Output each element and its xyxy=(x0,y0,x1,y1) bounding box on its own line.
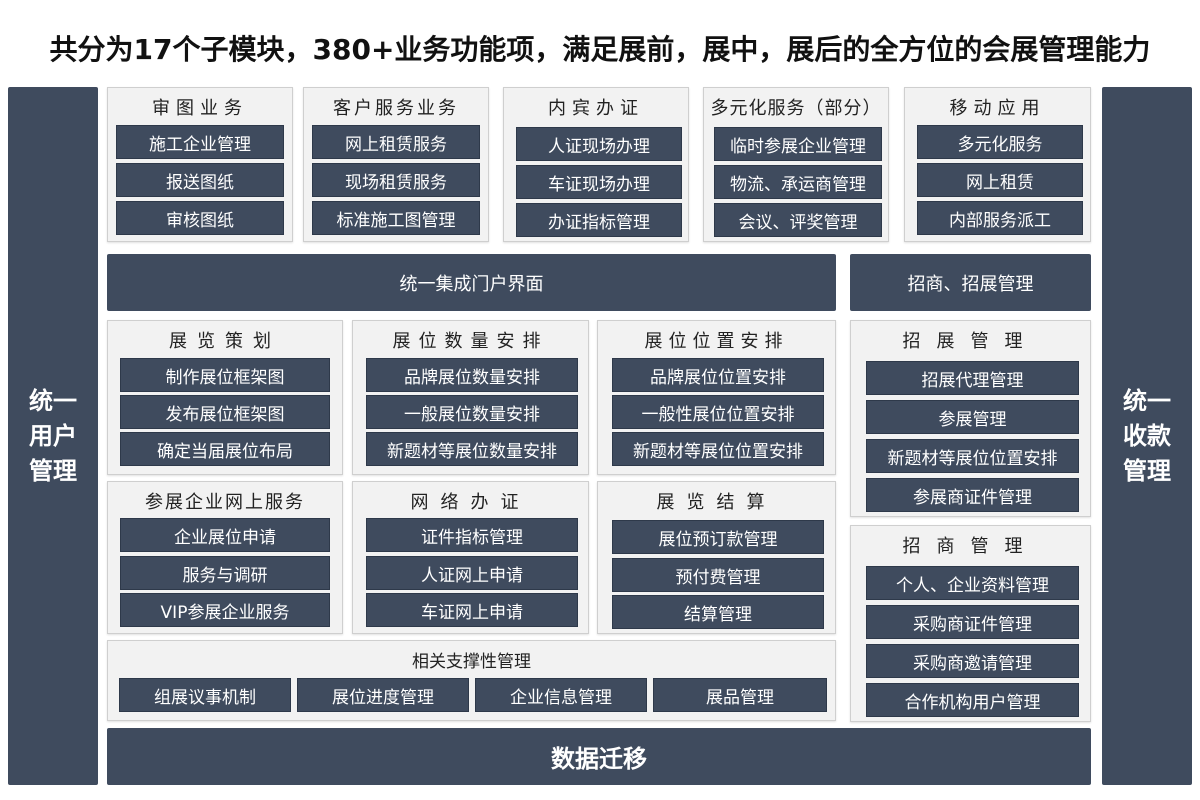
module-group: 展位数量安排 品牌展位数量安排 一般展位数量安排 新题材等展位数量安排 xyxy=(352,320,589,475)
integrated-portal-bar[interactable]: 统一集成门户界面 xyxy=(107,254,836,311)
unified-user-management-bar: 统一用户管理 xyxy=(8,87,98,785)
module-item[interactable]: 展品管理 xyxy=(653,678,827,712)
unified-user-management-label: 统一用户管理 xyxy=(29,386,77,485)
module-item[interactable]: 网上租赁服务 xyxy=(312,125,480,159)
module-item[interactable]: 证件指标管理 xyxy=(366,518,578,552)
module-item[interactable]: 发布展位框架图 xyxy=(120,395,330,429)
module-group-title: 审图业务 xyxy=(152,98,248,119)
support-management-group: 相关支撑性管理 组展议事机制 展位进度管理 企业信息管理 展品管理 xyxy=(107,640,836,721)
module-item[interactable]: 施工企业管理 xyxy=(116,125,284,159)
module-group-title: 招商管理 xyxy=(902,536,1039,557)
module-group-title: 移动应用 xyxy=(949,98,1046,119)
module-item[interactable]: 新题材等展位位置安排 xyxy=(866,439,1079,473)
module-item[interactable]: 服务与调研 xyxy=(120,556,330,590)
module-item[interactable]: 品牌展位位置安排 xyxy=(612,358,824,392)
module-group-title: 客户服务业务 xyxy=(333,98,459,119)
module-group-title: 多元化服务（部分） xyxy=(710,98,882,119)
module-item[interactable]: 临时参展企业管理 xyxy=(714,127,882,161)
unified-payment-management-bar: 统一收款管理 xyxy=(1102,87,1192,785)
module-group: 展位位置安排 品牌展位位置安排 一般性展位位置安排 新题材等展位位置安排 xyxy=(597,320,836,475)
module-item[interactable]: 会议、评奖管理 xyxy=(714,203,882,237)
module-group-title: 招展管理 xyxy=(902,331,1039,352)
module-item[interactable]: 新题材等展位位置安排 xyxy=(612,432,824,466)
module-group: 参展企业网上服务 企业展位申请 服务与调研 VIP参展企业服务 xyxy=(107,481,343,634)
module-item[interactable]: 展位预订款管理 xyxy=(612,520,824,554)
module-group: 展览结算 展位预订款管理 预付费管理 结算管理 xyxy=(597,481,836,634)
module-item[interactable]: 参展商证件管理 xyxy=(866,478,1079,512)
module-group: 展览策划 制作展位框架图 发布展位框架图 确定当届展位布局 xyxy=(107,320,343,475)
module-group: 审图业务 施工企业管理 报送图纸 审核图纸 xyxy=(107,87,293,242)
data-migration-bar[interactable]: 数据迁移 xyxy=(107,728,1091,785)
module-item[interactable]: 品牌展位数量安排 xyxy=(366,358,578,392)
module-group-title: 展览策划 xyxy=(169,331,281,352)
module-item[interactable]: 一般性展位位置安排 xyxy=(612,395,824,429)
module-group: 招展管理 招展代理管理 参展管理 新题材等展位位置安排 参展商证件管理 xyxy=(850,320,1091,517)
module-item[interactable]: 车证现场办理 xyxy=(516,165,682,199)
module-group: 网络办证 证件指标管理 人证网上申请 车证网上申请 xyxy=(352,481,589,634)
unified-payment-management-label: 统一收款管理 xyxy=(1123,386,1171,485)
module-item[interactable]: 企业展位申请 xyxy=(120,518,330,552)
module-item[interactable]: 一般展位数量安排 xyxy=(366,395,578,429)
module-item[interactable]: 人证现场办理 xyxy=(516,127,682,161)
module-item[interactable]: 报送图纸 xyxy=(116,163,284,197)
module-item[interactable]: 组展议事机制 xyxy=(119,678,291,712)
module-group: 招商管理 个人、企业资料管理 采购商证件管理 采购商邀请管理 合作机构用户管理 xyxy=(850,525,1091,722)
module-item[interactable]: 企业信息管理 xyxy=(475,678,647,712)
module-group-title: 展位位置安排 xyxy=(644,331,789,352)
module-item[interactable]: 合作机构用户管理 xyxy=(866,683,1079,717)
module-group: 内宾办证 人证现场办理 车证现场办理 办证指标管理 xyxy=(503,87,689,242)
module-group: 多元化服务（部分） 临时参展企业管理 物流、承运商管理 会议、评奖管理 xyxy=(703,87,889,242)
module-item[interactable]: 标准施工图管理 xyxy=(312,201,480,235)
module-group: 客户服务业务 网上租赁服务 现场租赁服务 标准施工图管理 xyxy=(303,87,489,242)
module-item[interactable]: 网上租赁 xyxy=(917,163,1083,197)
module-item[interactable]: 个人、企业资料管理 xyxy=(866,566,1079,600)
module-item[interactable]: 新题材等展位数量安排 xyxy=(366,432,578,466)
module-group-title: 展览结算 xyxy=(656,492,777,513)
module-item[interactable]: 预付费管理 xyxy=(612,558,824,592)
module-item[interactable]: 采购商邀请管理 xyxy=(866,644,1079,678)
module-item[interactable]: 现场租赁服务 xyxy=(312,163,480,197)
module-item[interactable]: 办证指标管理 xyxy=(516,203,682,237)
module-group-title: 展位数量安排 xyxy=(392,331,549,352)
support-management-title: 相关支撑性管理 xyxy=(412,652,531,672)
module-item[interactable]: 展位进度管理 xyxy=(297,678,469,712)
module-item[interactable]: 招展代理管理 xyxy=(866,361,1079,395)
module-item[interactable]: 采购商证件管理 xyxy=(866,605,1079,639)
module-item[interactable]: 确定当届展位布局 xyxy=(120,432,330,466)
module-group-title: 参展企业网上服务 xyxy=(145,492,305,513)
module-group: 移动应用 多元化服务 网上租赁 内部服务派工 xyxy=(904,87,1091,242)
module-item[interactable]: 物流、承运商管理 xyxy=(714,165,882,199)
module-item[interactable]: VIP参展企业服务 xyxy=(120,593,330,627)
module-item[interactable]: 参展管理 xyxy=(866,400,1079,434)
module-item[interactable]: 制作展位框架图 xyxy=(120,358,330,392)
module-item[interactable]: 多元化服务 xyxy=(917,125,1083,159)
module-item[interactable]: 审核图纸 xyxy=(116,201,284,235)
module-item[interactable]: 车证网上申请 xyxy=(366,593,578,627)
module-group-title: 内宾办证 xyxy=(548,98,644,119)
module-group-title: 网络办证 xyxy=(410,492,531,513)
module-item[interactable]: 结算管理 xyxy=(612,595,824,629)
module-item[interactable]: 内部服务派工 xyxy=(917,201,1083,235)
investment-exhibition-recruitment-bar[interactable]: 招商、招展管理 xyxy=(850,254,1091,311)
page-title: 共分为17个子模块，380+业务功能项，满足展前，展中，展后的全方位的会展管理能… xyxy=(49,33,1151,66)
module-item[interactable]: 人证网上申请 xyxy=(366,556,578,590)
